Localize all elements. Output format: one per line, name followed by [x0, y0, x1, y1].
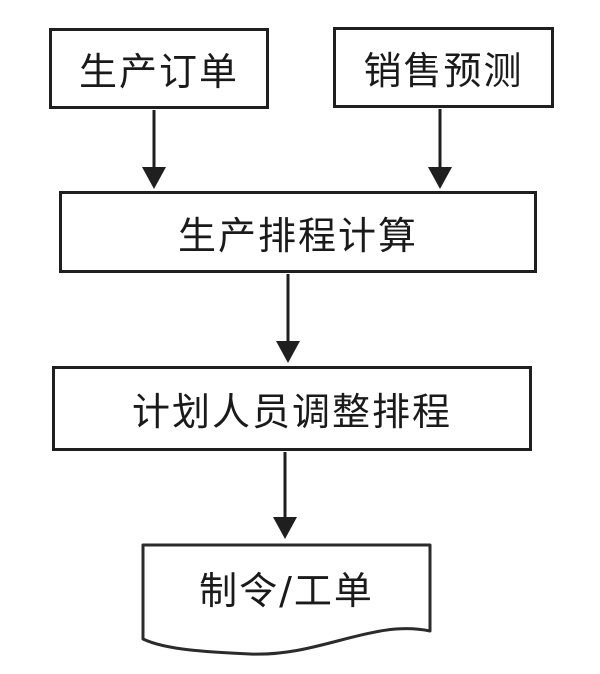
node-planner-adjustment: 计划人员调整排程	[52, 366, 532, 451]
node-planner-adjustment-label: 计划人员调整排程	[131, 390, 452, 434]
edge-planner-to-work-order	[273, 452, 297, 539]
node-sales-forecast: 销售预测	[333, 27, 554, 108]
arrowhead-down-icon	[273, 517, 297, 539]
node-work-order: 制令/工单	[143, 545, 430, 629]
node-production-order-label: 生产订单	[78, 50, 239, 94]
edge-production-order-to-scheduling	[142, 110, 166, 189]
node-scheduling-calculation: 生产排程计算	[59, 191, 537, 273]
arrowhead-down-icon	[428, 167, 452, 189]
edge-sales-forecast-to-scheduling	[428, 109, 452, 189]
edge-scheduling-to-planner	[276, 274, 300, 363]
node-work-order-label: 制令/工单	[199, 568, 374, 613]
node-scheduling-calculation-label: 生产排程计算	[177, 213, 418, 258]
arrowhead-down-icon	[142, 167, 166, 189]
node-sales-forecast-label: 销售预测	[363, 49, 524, 93]
arrowhead-down-icon	[276, 341, 300, 363]
node-production-order: 生产订单	[49, 28, 269, 109]
